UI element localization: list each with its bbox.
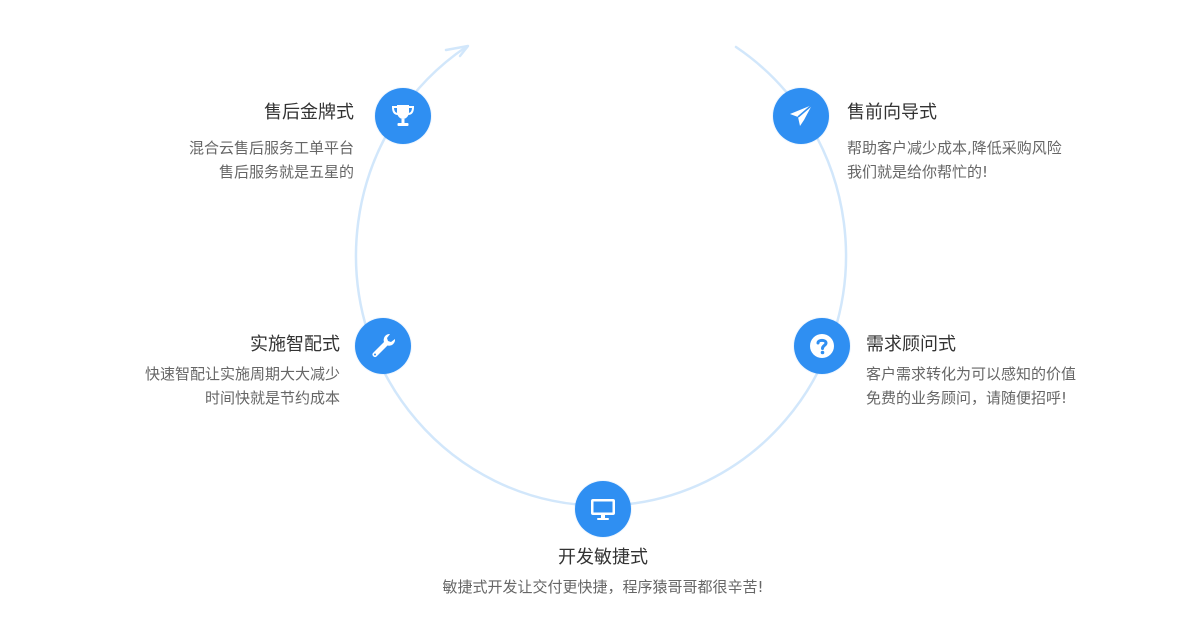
stage-implementation-line-2: 时间快就是节约成本 <box>204 389 340 407</box>
stage-presale-line-2: 我们就是给你帮忙的! <box>847 163 989 181</box>
stage-consulting-title: 需求顾问式 <box>866 334 956 355</box>
stage-aftersale-line-2: 售后服务就是五星的 <box>218 163 354 181</box>
trophy-icon <box>391 105 415 126</box>
stage-implementation-title: 实施智配式 <box>250 334 340 355</box>
paper-plane-icon <box>790 104 813 126</box>
stage-aftersale-line-1: 混合云售后服务工单平台 <box>188 139 354 157</box>
stage-presale-title: 售前向导式 <box>847 102 937 123</box>
stage-development-desc: 敏捷式开发让交付更快捷，程序猿哥哥都很辛苦! <box>353 575 853 599</box>
stage-aftersale-desc: 混合云售后服务工单平台 售后服务就是五星的 <box>189 136 354 184</box>
question-icon <box>810 334 834 358</box>
wrench-icon <box>372 333 396 357</box>
stage-consulting-desc: 客户需求转化为可以感知的价值 免费的业务顾问，请随便招呼! <box>866 362 1076 410</box>
stage-consulting-node <box>794 318 850 374</box>
stage-aftersale-title: 售后金牌式 <box>264 102 354 123</box>
stage-development-node <box>575 481 631 537</box>
stage-consulting-line-2: 免费的业务顾问，请随便招呼! <box>866 389 1068 407</box>
stage-consulting-line-1: 客户需求转化为可以感知的价值 <box>866 365 1077 383</box>
stage-presale-desc: 帮助客户减少成本,降低采购风险 我们就是给你帮忙的! <box>847 136 1062 184</box>
cycle-arrowhead <box>444 44 470 58</box>
stage-implementation-desc: 快速智配让实施周期大大减少 时间快就是节约成本 <box>145 362 340 410</box>
stage-development-title: 开发敏捷式 <box>558 547 648 568</box>
stage-aftersale-node <box>375 88 431 144</box>
stage-implementation-node <box>355 318 411 374</box>
stage-development-line-1: 敏捷式开发让交付更快捷，程序猿哥哥都很辛苦! <box>442 578 764 596</box>
monitor-icon <box>591 499 615 520</box>
stage-presale-line-1: 帮助客户减少成本,降低采购风险 <box>847 139 1062 157</box>
stage-implementation-line-1: 快速智配让实施周期大大减少 <box>144 365 340 383</box>
stage-presale-node <box>773 88 829 144</box>
